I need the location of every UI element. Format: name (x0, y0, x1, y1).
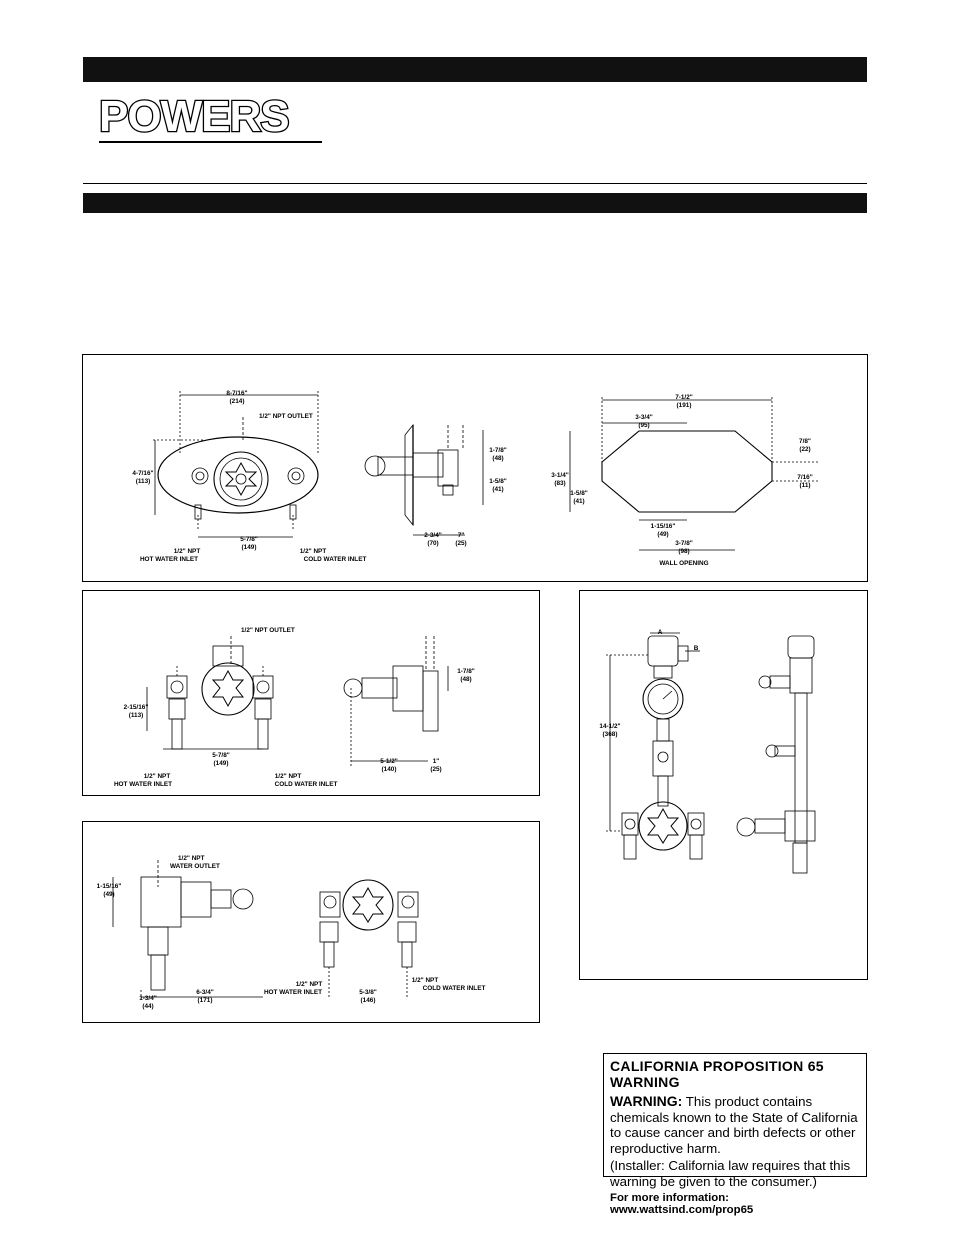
dim-side-dn: 1-5/8" (489, 478, 507, 485)
header-rule (83, 183, 867, 184)
dim-width-top-mm: (214) (230, 398, 245, 405)
dim-depth-mm: (140) (382, 766, 397, 773)
label-outlet: 1/2" NPT OUTLET (241, 627, 295, 634)
dim-side-up: 1-7/8" (489, 447, 507, 454)
dim-center: 5-3/8" (359, 989, 377, 996)
dim-wo-h: 3-1/4" (551, 472, 569, 479)
warning-title: CALIFORNIA PROPOSITION 65 WARNING (610, 1058, 824, 1090)
logo-underline (99, 141, 322, 143)
dim-wo-b2: 3-7/8" (675, 540, 693, 547)
diagram-panel-bottom-outlet: 1/2" NPT WATER OUTLET 1-15/16" (49) 1-3/… (82, 821, 540, 1023)
label-cold-inlet: COLD WATER INLET (423, 985, 486, 992)
diagram-panel-exposed: 1/2" NPT OUTLET 5-7/8" (149) 2-15/16" (1… (82, 590, 540, 796)
dim-wo-b1-mm: (49) (657, 531, 668, 538)
dim-wo-inner-mm: (95) (638, 422, 649, 429)
dim-height-left: 4-7/16" (132, 470, 153, 477)
wall-mount-dimension-drawing: 8-7/16" (214) 1/2" NPT OUTLET 4-7/16" (1… (132, 390, 818, 567)
warning-text: This product contains chemicals known to… (610, 1094, 858, 1156)
label-hot-inlet: HOT WATER INLET (264, 989, 322, 996)
dim-center: 5-7/8" (212, 752, 230, 759)
dim-side-up-mm: (48) (492, 455, 503, 462)
dim-h-mm: (49) (103, 891, 114, 898)
dim-wo-b2-mm: (98) (678, 548, 689, 555)
top-header-bar (83, 57, 867, 82)
label-hot-npt: 1/2" NPT (296, 981, 323, 988)
dim-wo-r2: 7/16" (797, 474, 812, 481)
dim-depth: 2-3/4" (424, 532, 442, 539)
dim-a: A (658, 629, 663, 636)
dim-depth-mm: (70) (427, 540, 438, 547)
dim-wo-width-mm: (191) (677, 402, 692, 409)
dim-small-mm: (25) (430, 766, 441, 773)
dim-wo-half-mm: (41) (573, 498, 584, 505)
dim-b: 6-3/4" (196, 989, 214, 996)
dim-height-mm: (113) (129, 712, 144, 719)
dim-wo-width: 7-1/2" (675, 394, 693, 401)
exposed-dimension-drawing: 1/2" NPT OUTLET 5-7/8" (149) 2-15/16" (1… (114, 627, 475, 788)
warning-more-info: For more information: www.wattsind.com/p… (610, 1192, 754, 1216)
powers-logo: POWERS (98, 92, 291, 141)
label-cold-npt: 1/2" NPT (300, 548, 327, 555)
dim-width-top: 8-7/16" (226, 390, 247, 397)
dim-wo-r1-mm: (22) (799, 446, 810, 453)
label-water-outlet: WATER OUTLET (170, 863, 220, 870)
dim-height-mm: (368) (603, 731, 618, 738)
dim-b-mm: (171) (198, 997, 213, 1004)
dim-center-mm: (149) (214, 760, 229, 767)
dim-b: B (694, 645, 699, 652)
dim-depth: 5-1/2" (380, 758, 398, 765)
diagram-panel-wall-mount: 8-7/16" (214) 1/2" NPT OUTLET 4-7/16" (1… (82, 354, 868, 582)
dim-wo-r2-mm: (11) (799, 482, 810, 489)
label-cold-npt: 1/2" NPT (275, 773, 302, 780)
dim-wo-h-mm: (83) (554, 480, 565, 487)
dim-center-mm: (146) (361, 997, 376, 1004)
label-outlet: 1/2" NPT OUTLET (259, 413, 313, 420)
dim-flange-mm: (25) (455, 540, 466, 547)
dim-side: 1-7/8" (457, 668, 475, 675)
dim-a-mm: (44) (142, 1003, 153, 1010)
label-cold-inlet: COLD WATER INLET (275, 781, 338, 788)
dim-side-mm: (48) (460, 676, 471, 683)
label-hot-npt: 1/2" NPT (174, 548, 201, 555)
dim-center: 5-7/8" (240, 536, 258, 543)
dim-a: 1-3/4" (139, 995, 157, 1002)
warning-installer-note: (Installer: California law requires that… (610, 1158, 851, 1189)
dim-wo-half: 1-5/8" (570, 490, 588, 497)
label-outlet-npt: 1/2" NPT (178, 855, 205, 862)
dim-h: 1-15/16" (97, 883, 122, 890)
warning-label: WARNING: (610, 1093, 683, 1109)
label-cold-inlet: COLD WATER INLET (304, 556, 367, 563)
dim-flange: 7" (458, 532, 465, 539)
dim-side-dn-mm: (41) (492, 486, 503, 493)
diagram-panel-with-thermometer: A B 14-1/2" (368) (579, 590, 868, 980)
dim-wo-r1: 7/8" (799, 438, 811, 445)
label-wall-opening: WALL OPENING (659, 560, 708, 567)
dim-height-left-mm: (113) (136, 478, 151, 485)
dim-wo-inner: 3-3/4" (635, 414, 653, 421)
label-hot-npt: 1/2" NPT (144, 773, 171, 780)
thermometer-assembly-drawing: A B 14-1/2" (368) (599, 629, 816, 874)
dim-height: 2-15/16" (124, 704, 149, 711)
bottom-outlet-dimension-drawing: 1/2" NPT WATER OUTLET 1-15/16" (49) 1-3/… (97, 855, 486, 1010)
prop65-warning-box: CALIFORNIA PROPOSITION 65 WARNING WARNIN… (603, 1053, 867, 1216)
label-hot-inlet: HOT WATER INLET (140, 556, 198, 563)
dim-small: 1" (433, 758, 440, 765)
label-cold-npt: 1/2" NPT (412, 977, 439, 984)
label-hot-inlet: HOT WATER INLET (114, 781, 172, 788)
dim-wo-b1: 1-15/16" (651, 523, 676, 530)
section-header-bar (83, 193, 867, 213)
dim-center-mm: (149) (242, 544, 257, 551)
dim-height: 14-1/2" (599, 723, 620, 730)
warning-body: WARNING: This product contains chemicals… (610, 1093, 860, 1156)
